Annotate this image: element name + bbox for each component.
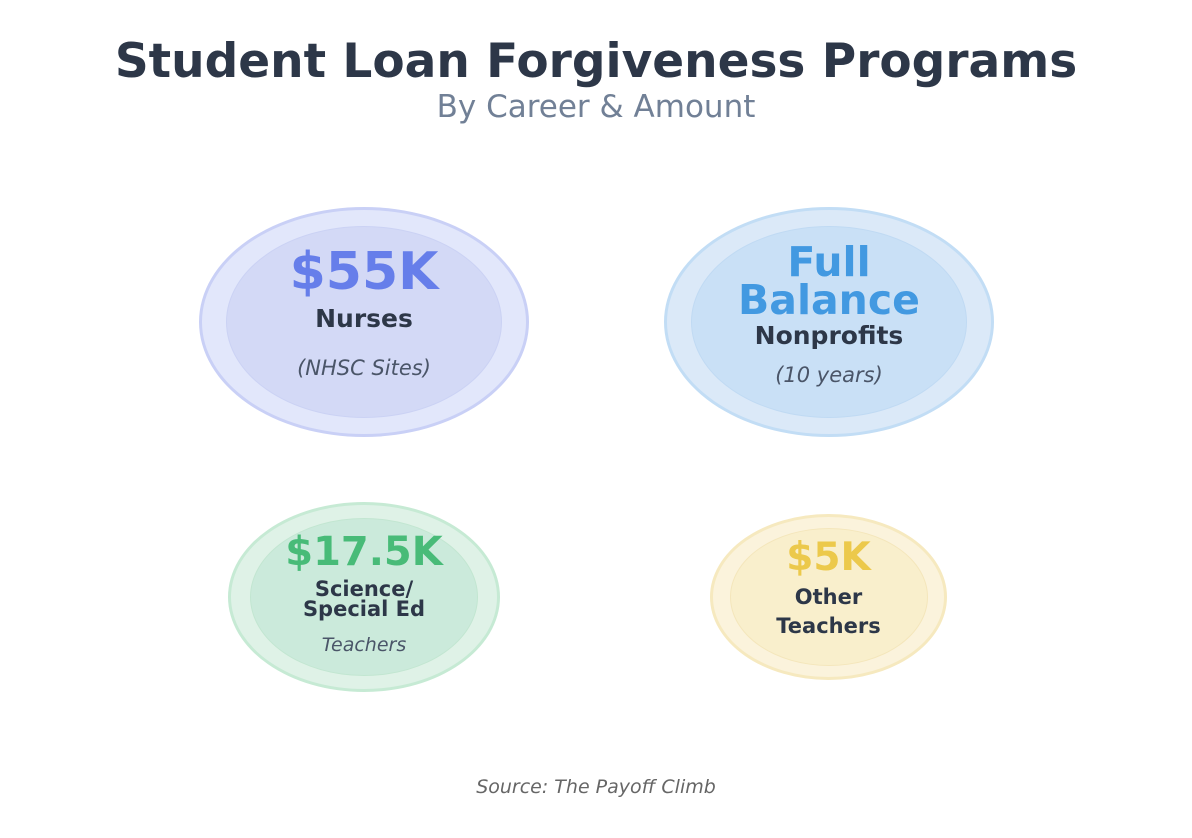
amount-label: $55K bbox=[289, 242, 439, 302]
note-label: (NHSC Sites) bbox=[297, 356, 431, 380]
chart-subtitle: By Career & Amount bbox=[436, 89, 756, 125]
bubble-inner bbox=[226, 226, 502, 418]
bubble-inner bbox=[691, 226, 967, 418]
career-label-line1: Other bbox=[794, 585, 863, 609]
bubble-nurses: $55K Nurses (NHSC Sites) bbox=[199, 207, 529, 437]
amount-label: $5K bbox=[786, 535, 871, 580]
chart-title: Student Loan Forgiveness Programs bbox=[114, 34, 1078, 89]
amount-label-line2: Balance bbox=[738, 276, 920, 324]
bubble-nonprofits: Full Balance Nonprofits (10 years) bbox=[664, 207, 994, 437]
career-label: Nurses bbox=[315, 304, 413, 333]
career-label-line1: Science/ bbox=[314, 577, 414, 601]
source-caption: Source: The Payoff Climb bbox=[476, 776, 716, 798]
amount-label-line1: Full bbox=[787, 238, 871, 286]
bubble-other-teachers: $5K Other Teachers bbox=[710, 514, 947, 680]
career-label-line2: Special Ed bbox=[302, 597, 426, 621]
career-label-line2: Teachers bbox=[776, 614, 881, 638]
career-label: Nonprofits bbox=[754, 321, 904, 350]
bubble-science-special-ed: $17.5K Science/ Special Ed Teachers bbox=[228, 502, 500, 692]
bubble-inner bbox=[730, 528, 928, 666]
note-label: (10 years) bbox=[775, 363, 883, 387]
amount-label: $17.5K bbox=[285, 529, 443, 575]
note-label: Teachers bbox=[321, 634, 407, 656]
bubble-inner bbox=[250, 518, 478, 676]
